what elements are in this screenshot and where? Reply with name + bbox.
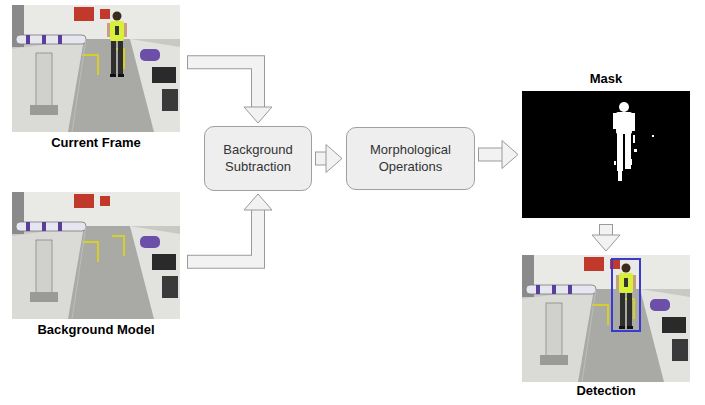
detection-photo	[522, 255, 690, 382]
flow-arrow	[592, 224, 620, 251]
arrow-head	[244, 194, 272, 210]
arrow-outline	[478, 148, 503, 162]
image-panel: Mask	[522, 91, 690, 218]
image-panel: Current Frame	[12, 5, 180, 132]
arrow-outline	[315, 152, 327, 166]
current-frame-photo	[12, 5, 180, 132]
arrow-outline	[187, 62, 258, 108]
arrow-outline	[599, 224, 613, 236]
arrow-head	[326, 145, 342, 173]
flow-arrow	[478, 141, 518, 169]
process-label: Background Subtraction	[213, 142, 303, 176]
arrow-head	[592, 235, 620, 251]
image-caption: Background Model	[0, 322, 200, 337]
mask-image	[522, 91, 690, 218]
arrow-body	[479, 149, 503, 161]
arrow-body	[188, 62, 258, 108]
process-box: Morphological Operations	[346, 127, 475, 190]
image-panel: Detection	[522, 255, 690, 380]
image-caption: Detection	[502, 383, 705, 398]
arrow-body	[600, 225, 612, 236]
flow-arrow	[187, 62, 272, 123]
process-label: Morphological Operations	[355, 142, 466, 176]
flow-arrow	[187, 194, 272, 262]
image-caption: Mask	[502, 71, 705, 86]
image-caption: Current Frame	[0, 135, 200, 150]
arrow-head	[244, 107, 272, 123]
process-box: Background Subtraction	[204, 126, 312, 191]
arrow-outline	[187, 209, 258, 262]
image-panel: Background Model	[12, 192, 180, 319]
flow-arrow	[315, 145, 342, 173]
arrow-head	[502, 141, 518, 169]
arrow-body	[316, 153, 327, 165]
background-model-photo	[12, 192, 180, 319]
arrow-body	[188, 209, 258, 262]
